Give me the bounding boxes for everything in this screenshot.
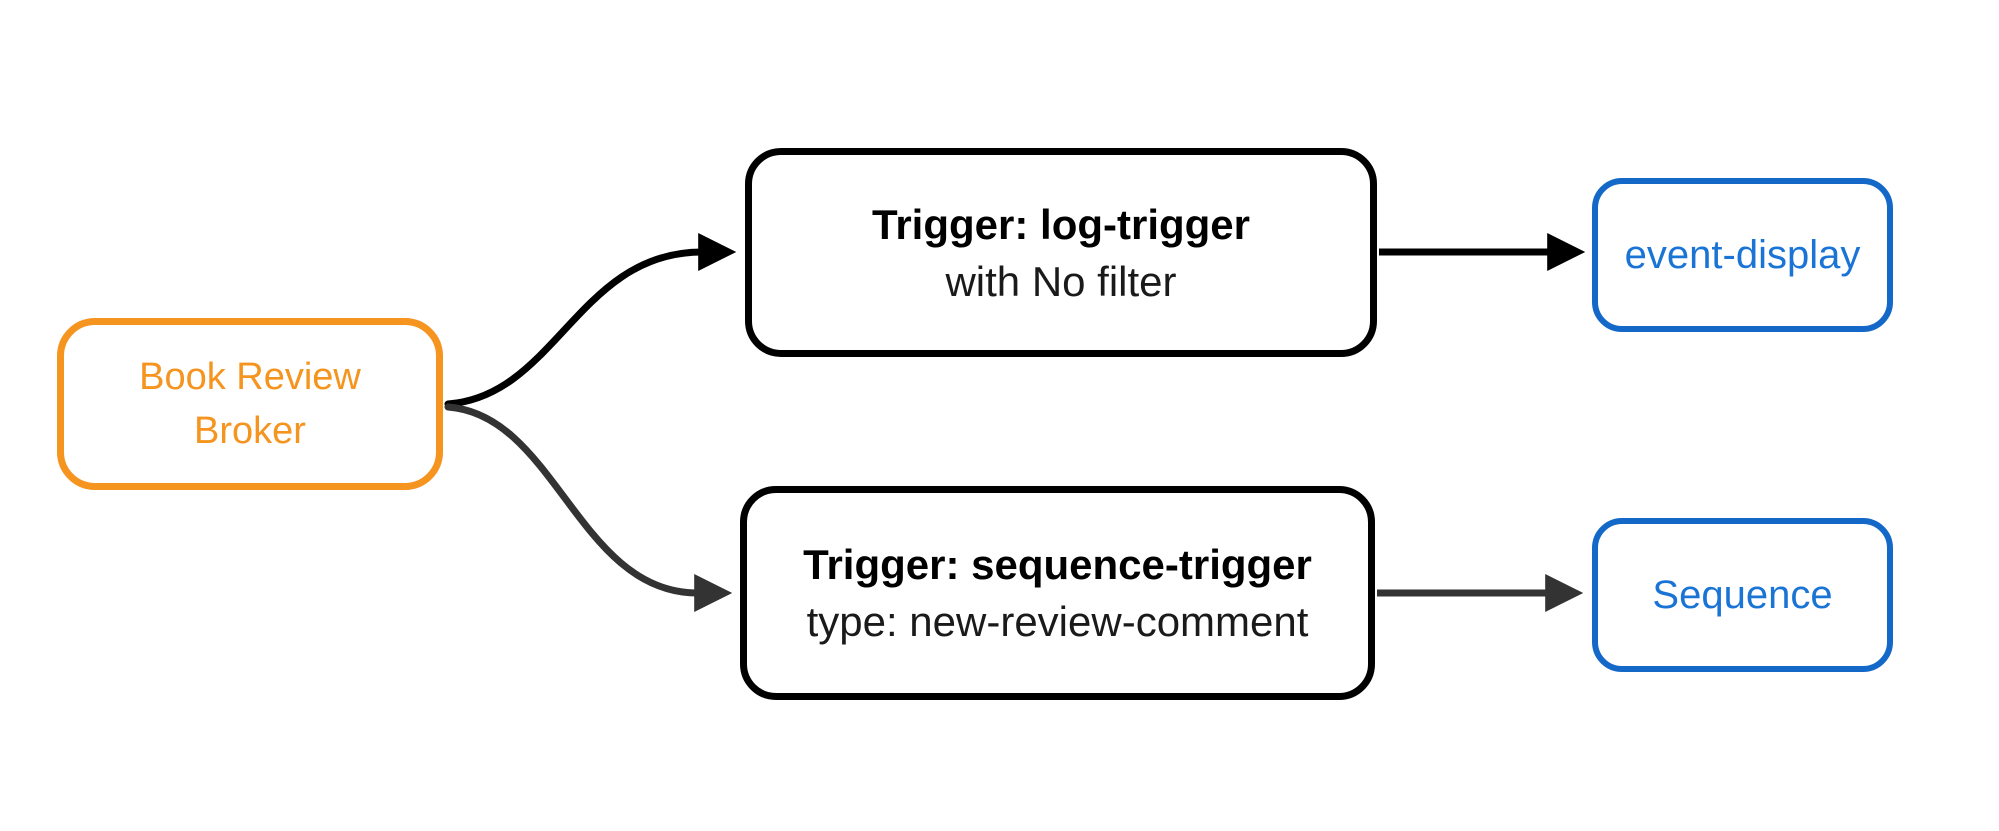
sequence-label: Sequence: [1652, 572, 1833, 617]
edge-broker-to-log-trigger: [444, 233, 737, 408]
log-trigger-subtitle: with No filter: [945, 257, 1177, 305]
edge-broker-to-sequence-trigger: [444, 403, 733, 612]
broker-label-line2: Broker: [194, 410, 306, 452]
log-trigger-title: Trigger: log-trigger: [872, 200, 1250, 248]
node-event-display: event-display: [1592, 178, 1893, 332]
event-display-label: event-display: [1624, 232, 1861, 277]
node-sequence-trigger: Trigger: sequence-trigger type: new-revi…: [740, 486, 1375, 700]
sequence-trigger-subtitle: type: new-review-comment: [806, 598, 1309, 645]
node-log-trigger: Trigger: log-trigger with No filter: [745, 148, 1377, 357]
sequence-trigger-title: Trigger: sequence-trigger: [803, 541, 1312, 588]
node-sequence: Sequence: [1592, 518, 1893, 672]
node-book-review-broker: Book Review Broker: [57, 318, 443, 490]
broker-label-line1: Book Review: [139, 356, 361, 398]
